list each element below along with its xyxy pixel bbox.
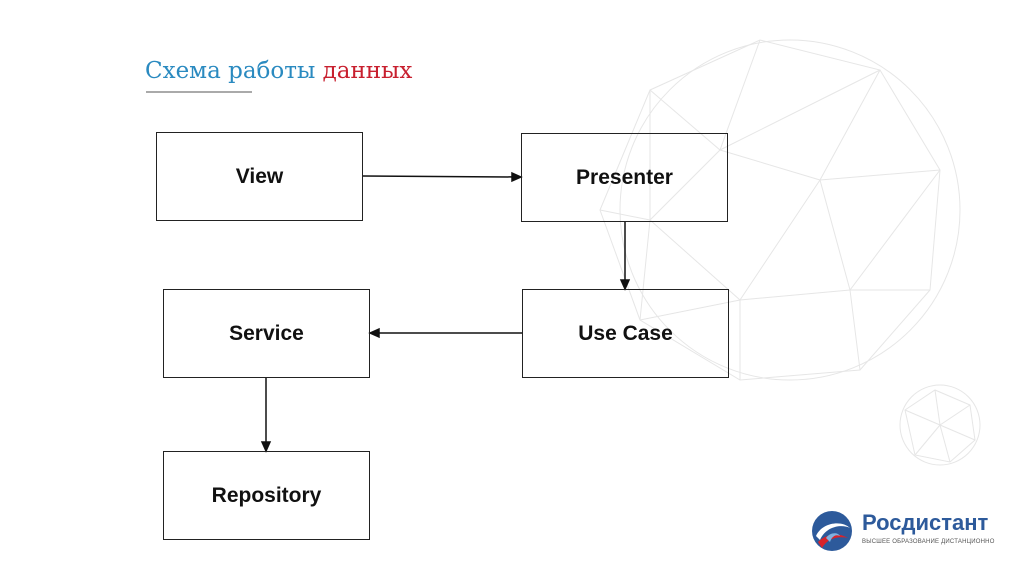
arrow-view-presenter (362, 175, 519, 178)
rosdistant-logo-icon (812, 511, 852, 551)
title-underline (146, 91, 252, 93)
logo-tagline: ВЫСШЕЕ ОБРАЗОВАНИЕ ДИСТАНЦИОННО (862, 539, 995, 545)
title-part2: данных (322, 58, 413, 84)
node-service: Service (163, 289, 370, 378)
node-view: View (156, 132, 363, 221)
arrowhead (368, 327, 380, 339)
arrowhead (511, 171, 523, 183)
page-title: Схема работы данных (145, 58, 412, 84)
node-presenter: Presenter (521, 133, 728, 222)
title-part1: Схема работы (145, 58, 316, 84)
logo-name: Росдистант (862, 510, 989, 535)
arrowhead (619, 279, 631, 291)
arrowhead (260, 441, 272, 453)
node-repository: Repository (163, 451, 370, 540)
arrows (260, 171, 631, 453)
node-use-case: Use Case (522, 289, 729, 378)
